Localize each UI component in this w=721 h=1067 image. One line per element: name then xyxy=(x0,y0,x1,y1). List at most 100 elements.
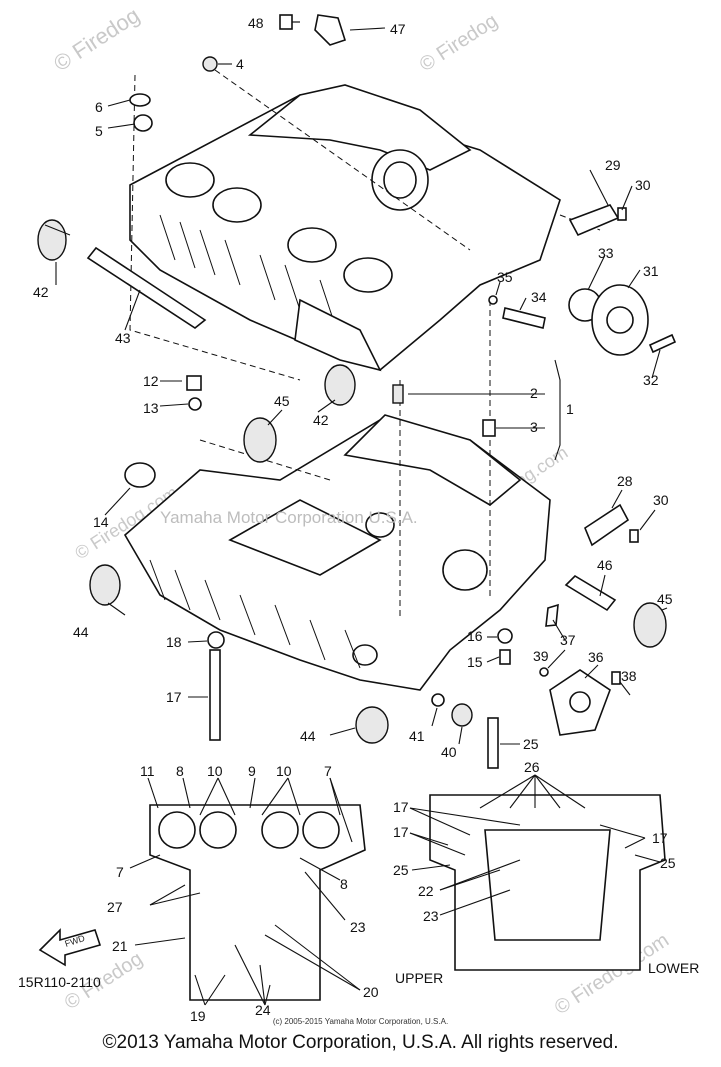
callout-5: 5 xyxy=(95,123,103,139)
callout-9: 9 xyxy=(248,763,256,779)
o-ring-37 xyxy=(539,667,549,677)
callout-28: 28 xyxy=(617,473,633,489)
callout-44-left: 44 xyxy=(73,624,89,640)
bolt-38 xyxy=(611,671,621,685)
bearing-45-right xyxy=(633,602,667,648)
callout-1: 1 xyxy=(566,401,574,417)
bracket-29 xyxy=(568,204,620,237)
callout-25-lower-left: 25 xyxy=(393,862,409,878)
callout-30-mid: 30 xyxy=(653,492,669,508)
callout-30-top: 30 xyxy=(635,177,651,193)
cap-40 xyxy=(451,703,473,727)
callout-41: 41 xyxy=(409,728,425,744)
callout-22: 22 xyxy=(418,883,434,899)
view-label-upper: UPPER xyxy=(395,970,443,986)
callout-10-right: 10 xyxy=(276,763,292,779)
callout-38: 38 xyxy=(621,668,637,684)
watermark-center: Yamaha Motor Corporation U.S.A. xyxy=(160,508,418,527)
pipe-46 xyxy=(564,574,617,612)
callout-48: 48 xyxy=(248,15,264,31)
bracket-47 xyxy=(314,14,347,46)
bolt-17 xyxy=(209,649,221,741)
callout-21: 21 xyxy=(112,938,128,954)
callout-40: 40 xyxy=(441,744,457,760)
dowel-3 xyxy=(482,419,496,437)
callout-37: 37 xyxy=(560,632,576,648)
bolt-30-top xyxy=(617,207,627,221)
small-credit: (c) 2005-2015 Yamaha Motor Corporation, … xyxy=(272,1017,449,1026)
callout-11: 11 xyxy=(140,763,155,779)
callout-39: 39 xyxy=(533,648,549,664)
upper-crankcase xyxy=(129,84,561,372)
dowel-2 xyxy=(392,384,404,404)
callout-25-mid: 25 xyxy=(523,736,539,752)
bolt-15 xyxy=(499,649,511,665)
forward-arrow: FWD xyxy=(38,928,102,967)
callout-42-center: 42 xyxy=(313,412,329,428)
bracket-28 xyxy=(584,503,630,547)
cover-31 xyxy=(591,284,649,356)
washer-6 xyxy=(129,93,151,107)
callout-31: 31 xyxy=(643,263,659,279)
seal-14 xyxy=(124,462,156,488)
callout-45-left: 45 xyxy=(274,393,290,409)
bearing-45-left xyxy=(243,417,277,463)
pin-34 xyxy=(502,307,546,329)
lower-crankcase xyxy=(123,414,551,691)
bearing-42-left xyxy=(37,219,71,261)
watermark-top-left: © Firedog xyxy=(49,2,144,76)
callout-47: 47 xyxy=(390,21,406,37)
callout-29: 29 xyxy=(605,157,621,173)
callout-23-upper: 23 xyxy=(350,919,366,935)
callout-45-right: 45 xyxy=(657,591,673,607)
o-ring-41 xyxy=(431,693,445,707)
callout-10-left: 10 xyxy=(207,763,223,779)
callout-34: 34 xyxy=(531,289,547,305)
callout-35: 35 xyxy=(497,269,513,285)
callout-36: 36 xyxy=(588,649,604,665)
diagram-code: 15R110-2110 xyxy=(18,974,101,990)
callout-17-lower-c: 17 xyxy=(652,830,668,846)
pump-36 xyxy=(549,669,611,736)
cap-5 xyxy=(133,114,153,132)
watermark-top-right: © Firedog xyxy=(416,10,502,76)
callout-46: 46 xyxy=(597,557,613,573)
callout-19: 19 xyxy=(190,1008,206,1024)
o-ring-13 xyxy=(188,397,202,411)
view-label-lower: LOWER xyxy=(648,960,699,976)
callout-15: 15 xyxy=(467,654,483,670)
callout-14: 14 xyxy=(93,514,109,530)
callout-7-side: 7 xyxy=(116,864,124,880)
o-ring-35 xyxy=(488,295,498,305)
callout-13: 13 xyxy=(143,400,159,416)
callout-24: 24 xyxy=(255,1002,271,1018)
callout-43: 43 xyxy=(115,330,131,346)
callout-17-lower-b: 17 xyxy=(393,824,409,840)
cap-4 xyxy=(202,56,218,72)
callout-20: 20 xyxy=(363,984,379,1000)
callout-44-bottom: 44 xyxy=(300,728,316,744)
callout-25-lower-right: 25 xyxy=(660,855,676,871)
callout-8-top: 8 xyxy=(176,763,184,779)
cap-12 xyxy=(186,375,202,391)
upper-bolt-pattern xyxy=(149,804,366,1001)
callout-12: 12 xyxy=(143,373,159,389)
callout-42-left: 42 xyxy=(33,284,49,300)
callout-32: 32 xyxy=(643,372,659,388)
bearing-44-bottom xyxy=(355,706,389,744)
washer-18 xyxy=(207,631,225,649)
callout-26: 26 xyxy=(524,759,540,775)
callout-17: 17 xyxy=(166,689,182,705)
callout-8-side: 8 xyxy=(340,876,348,892)
callout-4: 4 xyxy=(236,56,244,72)
lower-bolt-pattern xyxy=(429,794,666,971)
callout-33: 33 xyxy=(598,245,614,261)
pipe-43 xyxy=(86,246,207,329)
bearing-44-left xyxy=(89,564,121,606)
callout-18: 18 xyxy=(166,634,182,650)
callout-16: 16 xyxy=(467,628,483,644)
callout-2: 2 xyxy=(530,385,538,401)
copyright-footer: ©2013 Yamaha Motor Corporation, U.S.A. A… xyxy=(102,1032,619,1053)
callout-7-top: 7 xyxy=(324,763,332,779)
callout-labels: 48 47 4 6 5 29 30 33 31 42 35 34 43 32 1… xyxy=(33,15,676,1024)
